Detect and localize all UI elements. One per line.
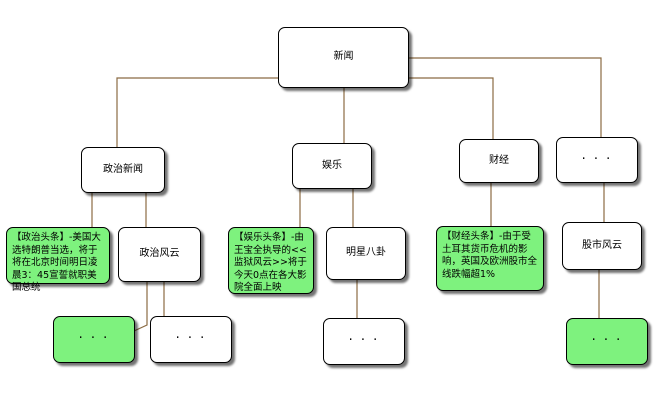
other-sub-label: 股市风云	[582, 239, 622, 251]
entertainment-sub-label: 明星八卦	[346, 247, 386, 259]
entertainment-more-node[interactable]: · · ·	[323, 318, 405, 365]
politics-label: 政治新闻	[103, 163, 143, 175]
ellipsis-label: · · ·	[591, 333, 623, 349]
politics-headline-text: 【政治头条】-美国大选特朗普当选，将于将在北京时间明日凌晨3：45宣誓就职美国总…	[12, 232, 101, 294]
ellipsis-label: · · ·	[348, 333, 380, 349]
politics-more-node-b[interactable]: · · ·	[150, 316, 232, 363]
entertainment-headline-node[interactable]: 【娱乐头条】-由王宝全执导的<<监狱风云>>将于今天0点在各大影院全面上映	[228, 227, 314, 294]
other-more-node[interactable]: · · ·	[566, 318, 648, 365]
connector-politics-more-a	[133, 282, 148, 332]
finance-label: 财经	[489, 154, 509, 166]
entertainment-headline-text: 【娱乐头条】-由王宝全执导的<<监狱风云>>将于今天0点在各大影院全面上映	[234, 232, 307, 294]
politics-sub-label: 政治风云	[139, 248, 180, 260]
other-sub-node[interactable]: 股市风云	[562, 222, 642, 270]
entertainment-label: 娱乐	[322, 159, 342, 171]
finance-node[interactable]: 财经	[459, 139, 539, 183]
politics-sub-node[interactable]: 政治风云	[118, 227, 201, 282]
ellipsis-label: · · ·	[175, 331, 207, 347]
entertainment-node[interactable]: 娱乐	[292, 143, 372, 189]
politics-headline-node[interactable]: 【政治头条】-美国大选特朗普当选，将于将在北京时间明日凌晨3：45宣誓就职美国总…	[6, 227, 110, 293]
ellipsis-label: · · ·	[581, 151, 613, 167]
root-node[interactable]: 新闻	[278, 27, 409, 88]
connector-root-politics	[116, 77, 292, 148]
ellipsis-label: · · ·	[78, 331, 110, 347]
finance-headline-node[interactable]: 【财经头条】-由于受土耳其货币危机的影响，英国及欧洲股市全线跌幅超1%	[436, 226, 544, 291]
politics-node[interactable]: 政治新闻	[81, 147, 165, 193]
other-node[interactable]: · · ·	[556, 137, 638, 183]
politics-more-node-a[interactable]: · · ·	[53, 316, 135, 363]
root-label: 新闻	[333, 51, 354, 63]
entertainment-sub-node[interactable]: 明星八卦	[326, 227, 406, 280]
connector-root-finance	[400, 77, 494, 139]
finance-headline-text: 【财经头条】-由于受土耳其货币危机的影响，英国及欧洲股市全线跌幅超1%	[442, 231, 538, 280]
connector-root-other	[409, 57, 602, 137]
